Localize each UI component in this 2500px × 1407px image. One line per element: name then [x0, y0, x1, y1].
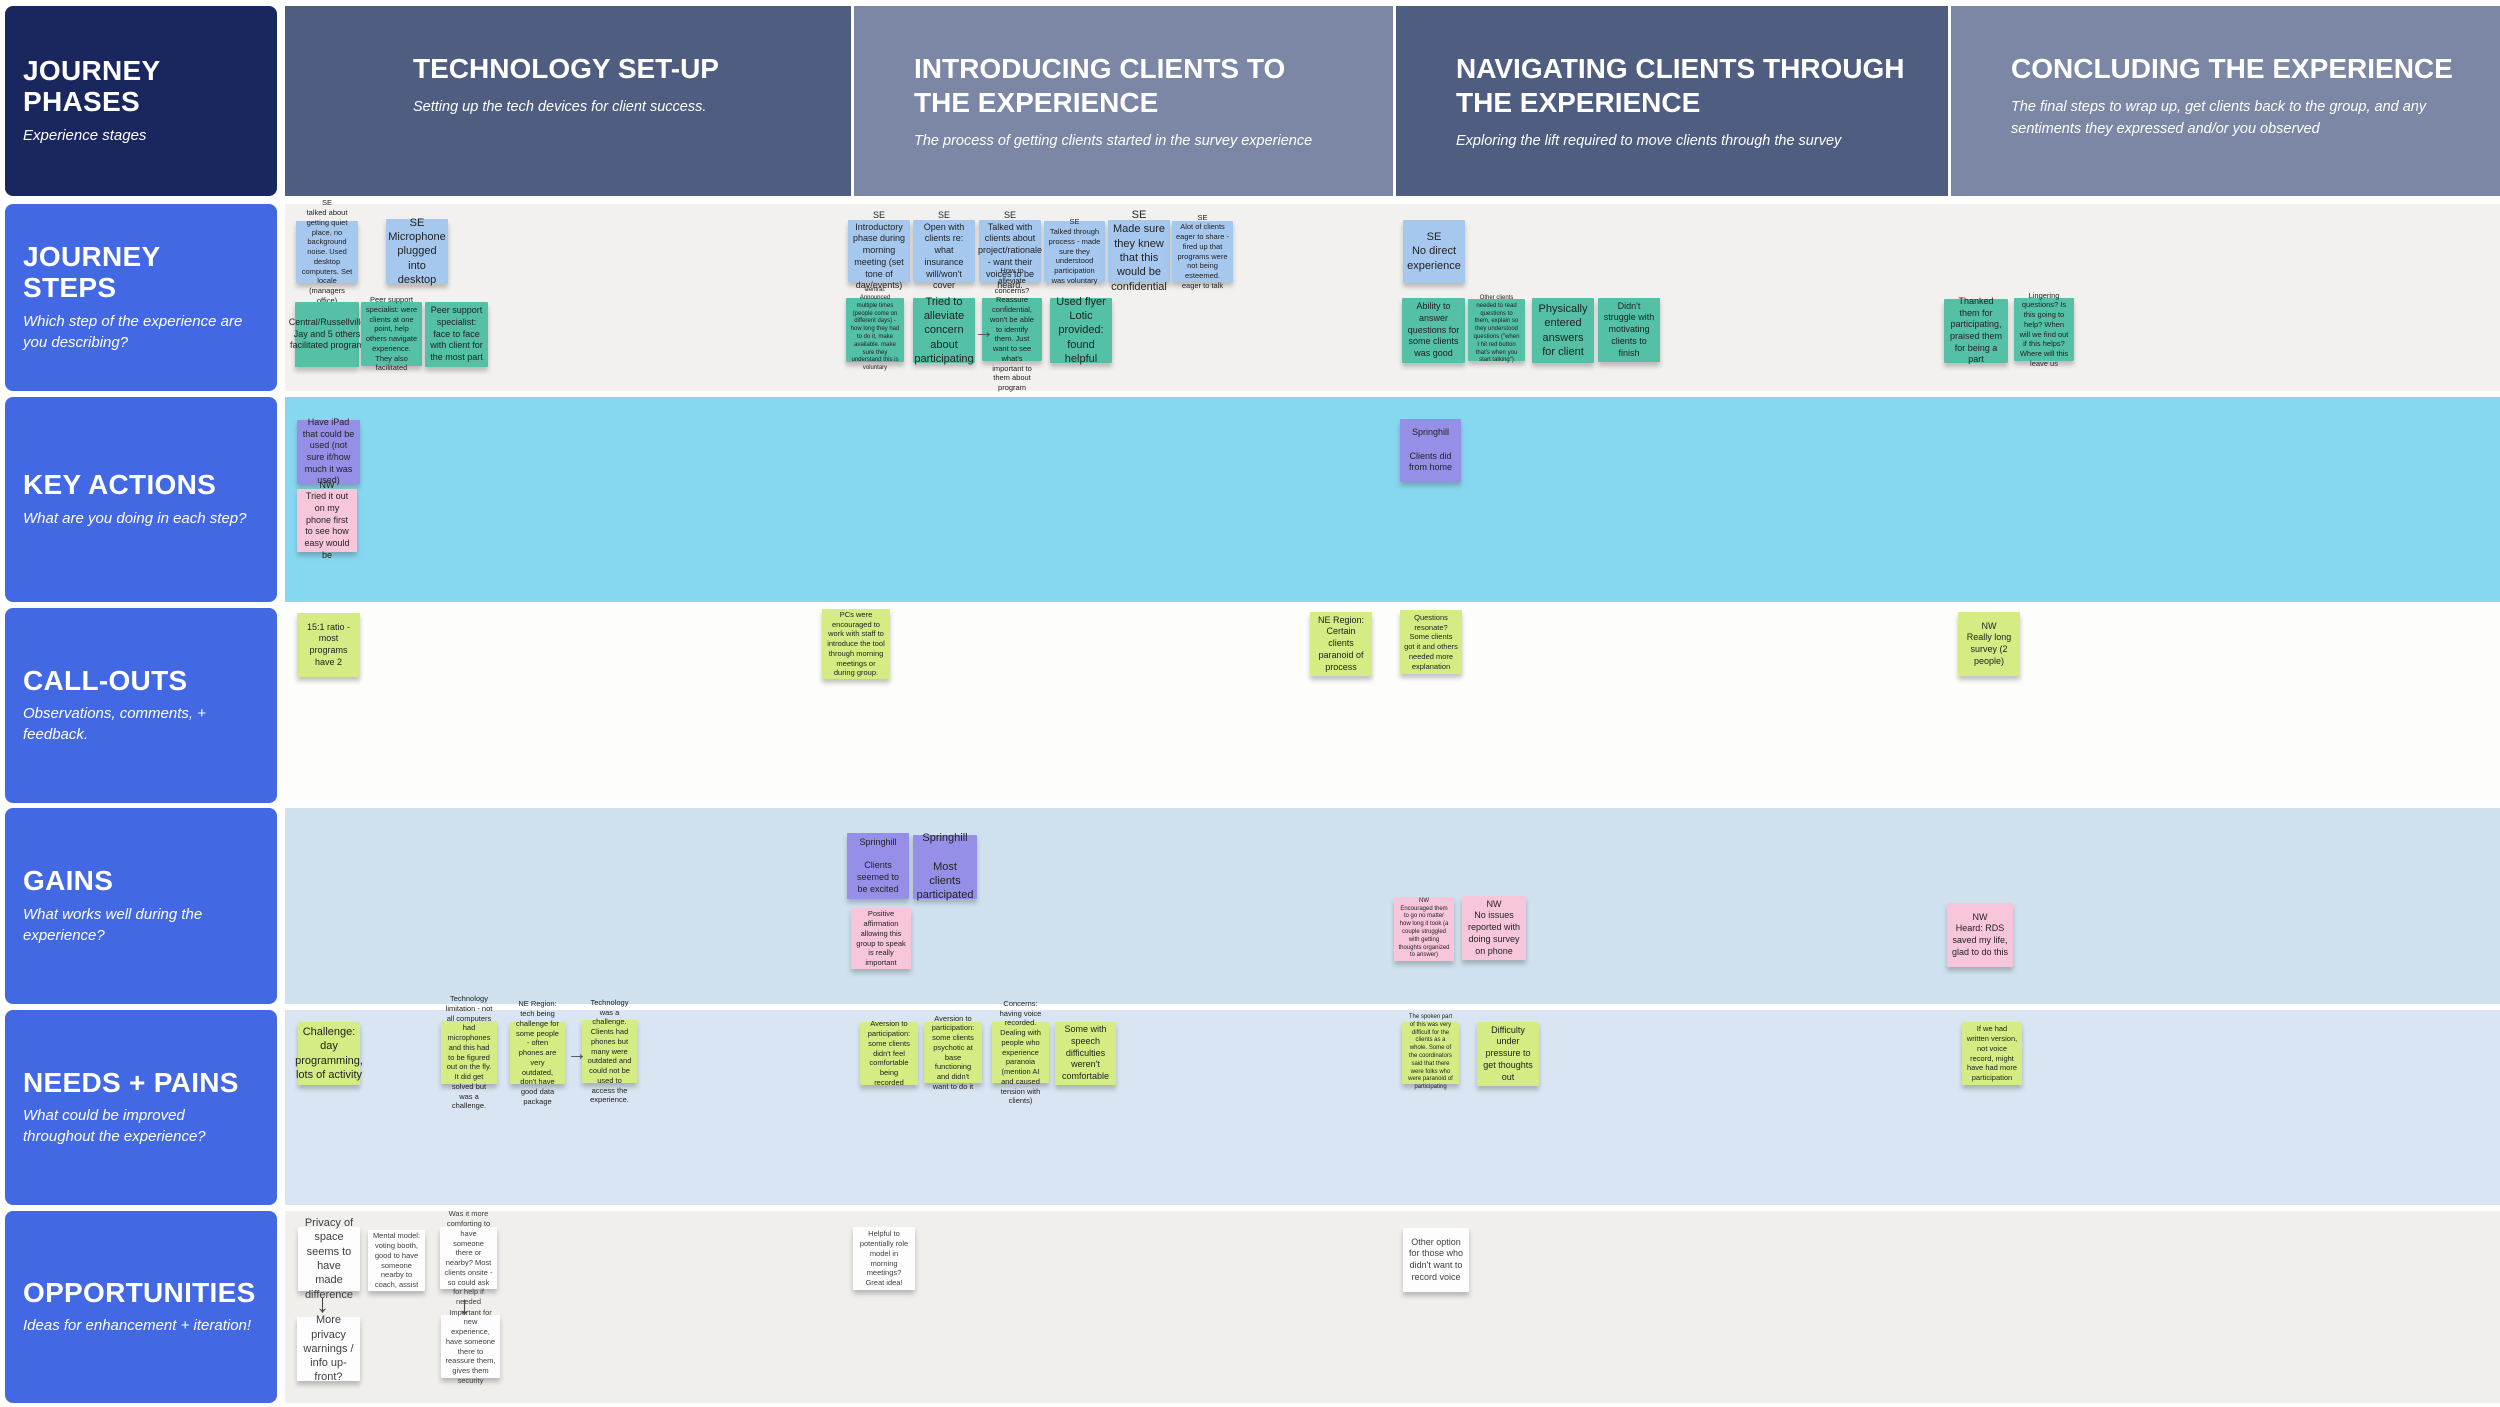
- sticky-note[interactable]: SE Microphone plugged into desktop: [386, 217, 448, 286]
- sticky-note[interactable]: NW Heard: RDS saved my life, glad to do …: [1947, 903, 2013, 967]
- sticky-note[interactable]: Central/Russellville Jay and 5 others fa…: [289, 302, 365, 367]
- phase-title: NAVIGATING CLIENTS THROUGH THE EXPERIENC…: [1456, 53, 1905, 119]
- sticky-note[interactable]: SE Open with clients re: what insurance …: [913, 210, 975, 290]
- row-band-journey-steps: [285, 204, 2500, 391]
- row-band-call-outs: [285, 608, 2500, 803]
- row-title: OPPORTUNITIES: [23, 1276, 256, 1308]
- sticky-note[interactable]: Technology limitation - not all computer…: [441, 994, 497, 1110]
- sticky-note[interactable]: Have iPad that could be used (not sure i…: [297, 417, 360, 485]
- sticky-note[interactable]: SE No direct experience: [1403, 220, 1465, 283]
- sticky-note[interactable]: Challenge: day programming, lots of acti…: [295, 1022, 363, 1085]
- sticky-note[interactable]: How to alleviate concerns? Reassure conf…: [982, 266, 1042, 392]
- row-subtitle: Experience stages: [23, 126, 147, 144]
- sticky-note[interactable]: Springhill Clients did from home: [1400, 419, 1461, 482]
- sticky-note[interactable]: 15:1 ratio - most programs have 2: [297, 613, 360, 677]
- sidebar-card-needs-pains[interactable]: NEEDS + PAINS What could be improved thr…: [5, 1010, 277, 1205]
- sidebar-card-journey-steps[interactable]: JOURNEY STEPS Which step of the experien…: [5, 204, 277, 391]
- sticky-note[interactable]: SE talked about getting quiet place, no …: [296, 198, 358, 305]
- sticky-note[interactable]: If we had written version, not voice rec…: [1962, 1022, 2022, 1085]
- sticky-note[interactable]: The spoken part of this was very difficu…: [1402, 1014, 1459, 1090]
- sticky-note[interactable]: Concerns: having voice recorded. Dealing…: [992, 999, 1049, 1105]
- row-subtitle: Which step of the experience are you des…: [23, 312, 243, 351]
- row-band-gains: [285, 808, 2500, 1004]
- row-subtitle: Ideas for enhancement + iteration!: [23, 1317, 252, 1335]
- row-title: NEEDS + PAINS: [23, 1066, 239, 1098]
- sticky-note[interactable]: Aversion to participation: some clients …: [860, 1019, 918, 1087]
- sticky-note[interactable]: NW Tried it out on my phone first to see…: [297, 480, 357, 560]
- phase-header-navigating-clients[interactable]: NAVIGATING CLIENTS THROUGH THE EXPERIENC…: [1396, 6, 1948, 196]
- connector-arrow-right: →: [974, 321, 994, 343]
- row-title: JOURNEY STEPS: [23, 241, 160, 303]
- phase-title: INTRODUCING CLIENTS TO THE EXPERIENCE: [914, 53, 1286, 119]
- sticky-note[interactable]: Mental model: voting booth, good to have…: [368, 1230, 425, 1291]
- sticky-note[interactable]: NE Region: Certain clients paranoid of p…: [1310, 612, 1372, 676]
- sticky-note[interactable]: Privacy of space seems to have made diff…: [298, 1217, 360, 1301]
- sticky-note[interactable]: Didn't struggle with motivating clients …: [1598, 298, 1660, 362]
- sticky-note[interactable]: SE Alot of clients eager to share - fire…: [1172, 213, 1233, 290]
- connector-arrow-down: ↓: [458, 1290, 471, 1320]
- phase-header-technology-setup[interactable]: TECHNOLOGY SET-UP Setting up the tech de…: [285, 6, 851, 196]
- sticky-note[interactable]: NE Region: tech being challenge for some…: [510, 999, 565, 1106]
- phase-subtitle: Exploring the lift required to move clie…: [1456, 133, 1842, 150]
- sticky-note[interactable]: Positive affirmation allowing this group…: [851, 908, 911, 969]
- phase-title: CONCLUDING THE EXPERIENCE: [2011, 53, 2453, 84]
- sticky-note[interactable]: SE Introductory phase during morning mee…: [848, 210, 910, 290]
- phase-title: TECHNOLOGY SET-UP: [413, 53, 719, 84]
- sidebar-card-journey-phases[interactable]: JOURNEY PHASES Experience stages: [5, 6, 277, 196]
- sticky-note[interactable]: Peer support specialist: face to face wi…: [425, 302, 488, 367]
- sticky-note[interactable]: SE Made sure they knew that this would b…: [1108, 209, 1170, 293]
- phase-subtitle: Setting up the tech devices for client s…: [413, 99, 707, 116]
- phase-header-concluding-experience[interactable]: CONCLUDING THE EXPERIENCE The final step…: [1951, 6, 2500, 196]
- sticky-note[interactable]: Lingering questions? Is this going to he…: [2014, 291, 2074, 368]
- row-band-needs-pains: [285, 1010, 2500, 1205]
- sticky-note[interactable]: Questions resonate? Some clients got it …: [1400, 610, 1462, 674]
- row-title: CALL-OUTS: [23, 664, 188, 696]
- row-title: JOURNEY PHASES: [23, 55, 160, 117]
- row-band-key-actions: [285, 397, 2500, 602]
- sticky-note[interactable]: NW No issues reported with doing survey …: [1462, 896, 1526, 960]
- row-subtitle: What works well during the experience?: [23, 905, 203, 944]
- sidebar-card-gains[interactable]: GAINS What works well during the experie…: [5, 808, 277, 1004]
- sticky-note[interactable]: Peer support specialist: were clients at…: [361, 295, 422, 372]
- sticky-note[interactable]: Tried to alleviate concern about partici…: [913, 295, 975, 365]
- row-title: GAINS: [23, 865, 114, 897]
- sidebar-card-call-outs[interactable]: CALL-OUTS Observations, comments, + feed…: [5, 608, 277, 803]
- sidebar-card-opportunities[interactable]: OPPORTUNITIES Ideas for enhancement + it…: [5, 1211, 277, 1403]
- row-band-opportunities: [285, 1211, 2500, 1403]
- sticky-note[interactable]: SE Talked through process - made sure th…: [1044, 217, 1105, 285]
- row-title: KEY ACTIONS: [23, 469, 217, 501]
- phase-subtitle: The final steps to wrap up, get clients …: [2011, 99, 2427, 137]
- sticky-note[interactable]: More privacy warnings / info up-front?: [297, 1314, 360, 1383]
- sticky-note[interactable]: Was it more comforting to have someone t…: [440, 1209, 497, 1306]
- sticky-note[interactable]: PCs were encouraged to work with staff t…: [822, 609, 890, 679]
- sticky-note[interactable]: Some with speech difficulties weren't co…: [1055, 1022, 1116, 1085]
- phase-header-introducing-clients[interactable]: INTRODUCING CLIENTS TO THE EXPERIENCE Th…: [854, 6, 1393, 196]
- phase-subtitle: The process of getting clients started i…: [914, 133, 1313, 150]
- sticky-note[interactable]: Used flyer Lotic provided: found helpful: [1050, 296, 1112, 365]
- row-subtitle: What are you doing in each step?: [23, 509, 247, 527]
- sticky-note[interactable]: Springhill Clients seemed to be excited: [847, 833, 909, 899]
- sticky-note[interactable]: Other option for those who didn't want t…: [1403, 1228, 1469, 1292]
- connector-arrow-down: ↓: [316, 1288, 329, 1318]
- sticky-note[interactable]: Helpful to potentially role model in mor…: [853, 1227, 915, 1290]
- row-subtitle: What could be improved throughout the ex…: [23, 1107, 206, 1146]
- sticky-note[interactable]: Other clients needed to read questions t…: [1468, 295, 1525, 363]
- sticky-note[interactable]: Thanked them for participating, praised …: [1944, 296, 2008, 364]
- sticky-note[interactable]: Aversion to participation: some clients …: [924, 1014, 982, 1091]
- sticky-note[interactable]: NW Really long survey (2 people): [1958, 612, 2020, 676]
- sticky-note[interactable]: Important for new experience, have someo…: [441, 1308, 500, 1385]
- sticky-note[interactable]: NW Encouraged them to go no matter how l…: [1394, 897, 1454, 961]
- sticky-note[interactable]: Physically entered answers for client: [1532, 298, 1594, 363]
- sticky-note[interactable]: Ability to answer questions for some cli…: [1402, 298, 1465, 363]
- sidebar-card-key-actions[interactable]: KEY ACTIONS What are you doing in each s…: [5, 397, 277, 602]
- row-subtitle: Observations, comments, + feedback.: [23, 705, 206, 744]
- sticky-note[interactable]: Central: Announced multiple times (peopl…: [846, 287, 904, 371]
- sticky-note[interactable]: Difficulty under pressure to get thought…: [1477, 1022, 1539, 1086]
- sticky-note[interactable]: Technology was a challenge. Clients had …: [582, 998, 637, 1104]
- connector-arrow-right: →: [567, 1043, 587, 1065]
- sticky-note[interactable]: Springhill Most clients participated: [913, 832, 977, 901]
